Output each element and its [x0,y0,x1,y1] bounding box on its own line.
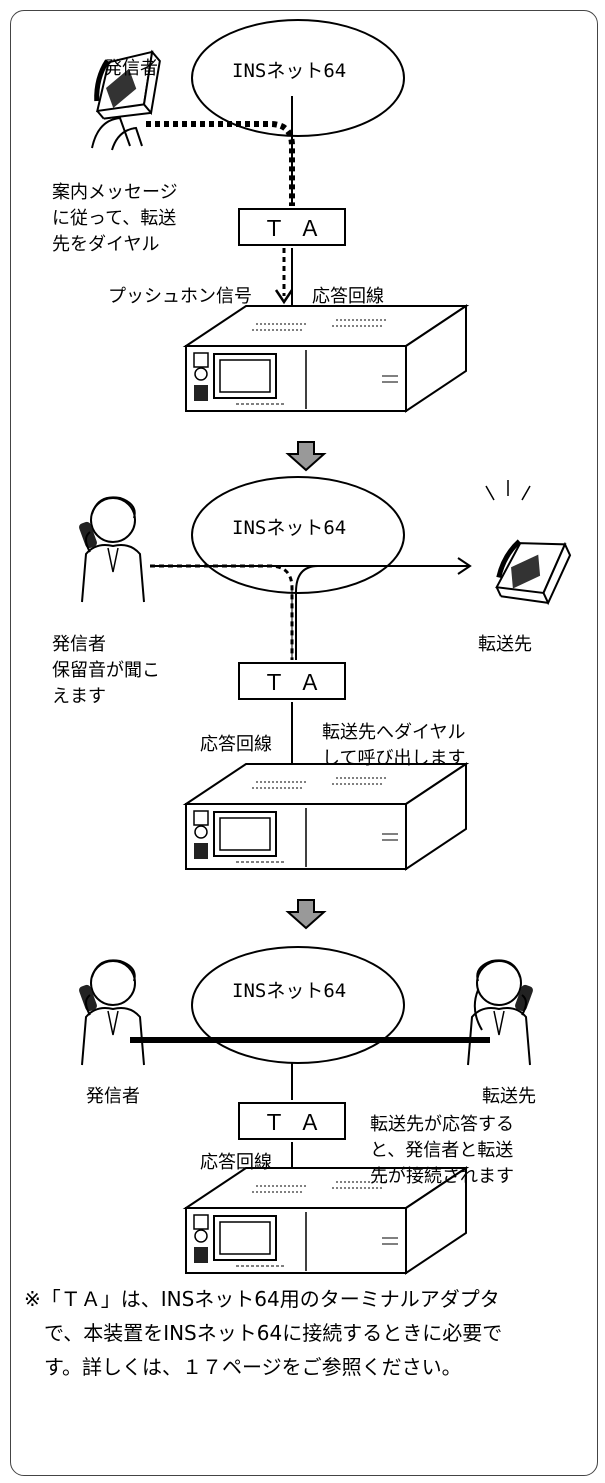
footnote-line-1: ※「ＴＡ」は、INSネット64用のターミナルアダプタ [24,1287,500,1311]
network-label: INSネット64 [232,980,347,1002]
ta-box: ＴＡ [238,1102,346,1140]
connected-line-1: 転送先が応答する [370,1114,514,1135]
network-label: INSネット64 [232,60,347,82]
network-ellipse [191,946,405,1064]
ta-box: ＴＡ [238,662,346,700]
footnote-line-3: す。詳しくは、１７ページをご参照ください。 [24,1355,462,1379]
device-icon [185,305,467,412]
destination-label: 転送先 [478,634,532,655]
hold-music-line-2: えます [52,686,106,707]
device-icon [185,763,467,870]
destination-phone-icon [483,480,584,620]
caller-person-icon [76,959,145,1066]
connected-line-3: 先が接続されます [370,1166,514,1187]
answer-line-label: 応答回線 [200,1152,272,1173]
pushtone-arrowhead [274,289,294,305]
guidance-line-1: 案内メッセージ [52,182,178,203]
down-arrow-icon [287,441,325,471]
caller-phone-icon [77,35,182,151]
connected-line-2: と、発信者と転送 [370,1140,514,1161]
caller-person-icon [76,496,145,603]
call-arrowhead [457,557,472,575]
answer-line-label: 応答回線 [312,286,384,307]
hold-path [150,564,294,660]
caller-label: 発信者 [104,58,158,79]
destination-label: 転送先 [482,1086,536,1107]
network-ellipse [191,19,405,137]
guidance-line-3: 先をダイヤル [52,234,160,255]
network-label: INSネット64 [232,517,347,539]
dial-path [295,565,319,660]
answer-line-label: 応答回線 [200,734,272,755]
network-ellipse [191,476,405,594]
footnote: ※「ＴＡ」は、INSネット64用のターミナルアダプタ で、本装置をINSネット6… [24,1282,596,1384]
ta-box: ＴＡ [238,208,346,246]
caller-label: 発信者 [86,1086,140,1107]
footnote-line-2: で、本装置をINSネット64に接続するときに必要で [24,1321,503,1345]
destination-person-icon [467,959,536,1066]
dialing-line-1: 転送先へダイヤル [322,722,466,743]
pushtone-label: プッシュホン信号 [108,286,252,307]
guidance-line-2: に従って、転送 [52,208,177,229]
down-arrow-icon [287,899,325,929]
dialing-line-2: して呼び出します [322,748,466,769]
caller-label: 発信者 [52,634,106,655]
figure-frame [10,10,598,1476]
hold-music-line-1: 保留音が聞こ [52,660,160,681]
